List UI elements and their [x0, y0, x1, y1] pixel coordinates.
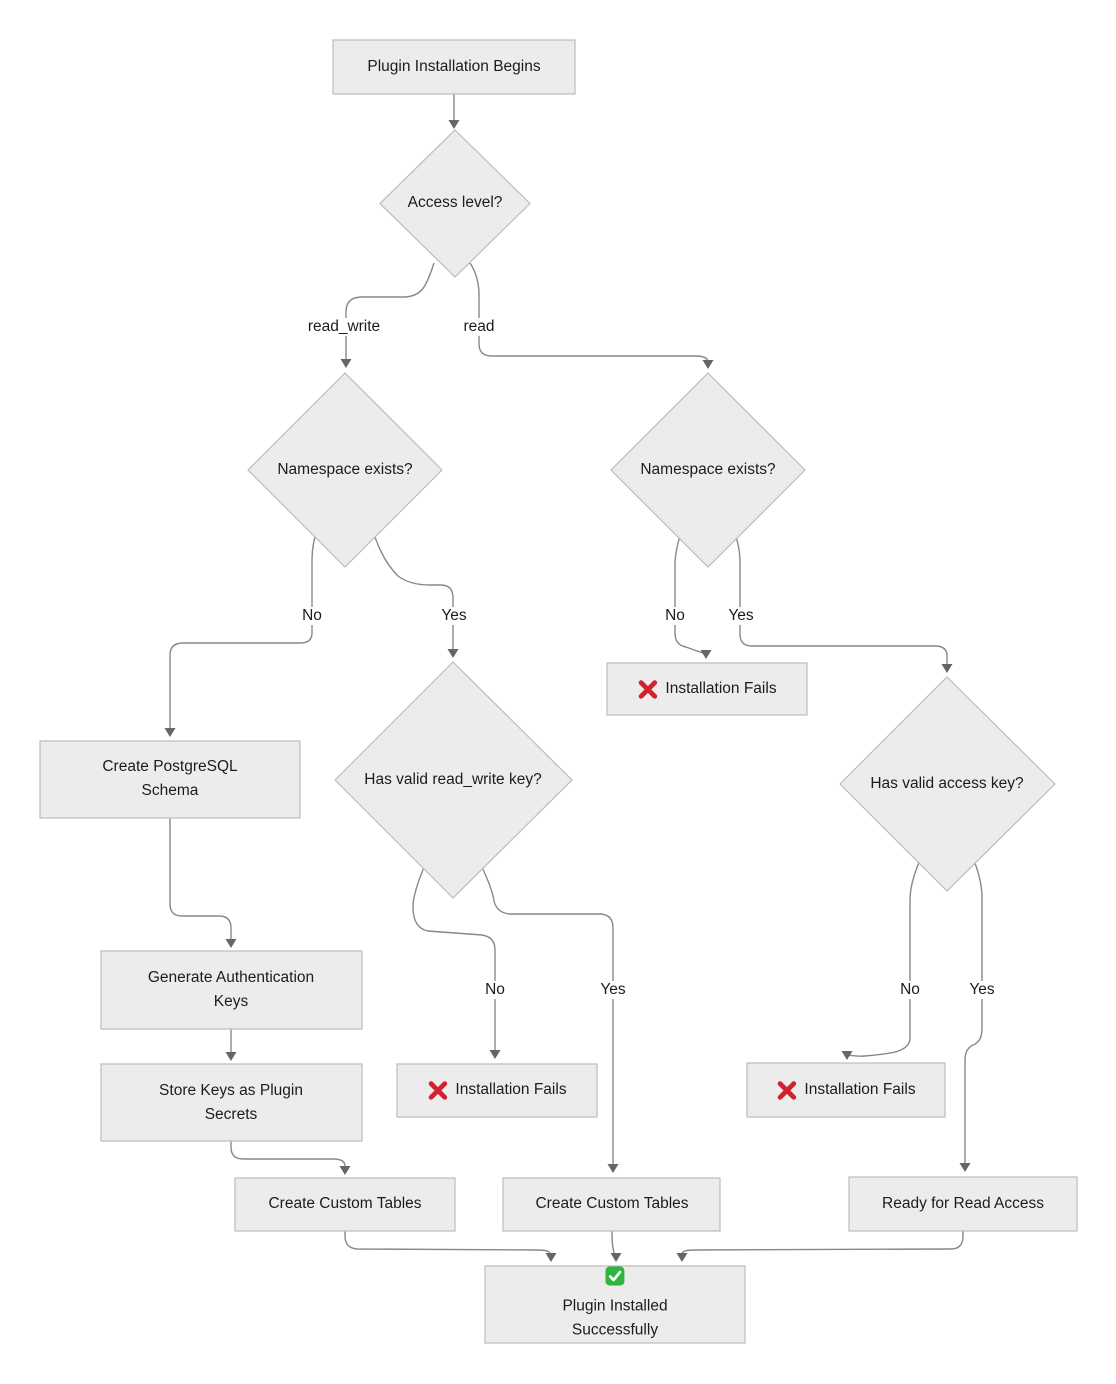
cross-mark-icon — [638, 679, 658, 699]
node-create-schema — [39, 740, 301, 819]
node-start — [332, 39, 576, 95]
decision-namespace-right-label: Namespace exists? — [640, 461, 776, 478]
edge-ready-to-success — [681, 1231, 964, 1257]
edge-tables-mid-to-success — [611, 1230, 616, 1258]
node-tables-mid-label: Create Custom Tables — [535, 1195, 689, 1212]
node-fail-rw-key — [396, 1063, 598, 1118]
edge-label-read-write: read_write — [302, 318, 386, 336]
node-success-label: Plugin Installed Successfully — [562, 1266, 668, 1343]
node-create-schema-label: Create PostgreSQL Schema — [102, 758, 238, 799]
edge-accesskey-no — [846, 857, 922, 1057]
edge-label-ns-left-yes: Yes — [436, 607, 472, 625]
decision-namespace-left — [247, 372, 443, 568]
edge-access-to-ns-right — [469, 262, 709, 364]
decision-rw-key-label: Has valid read_write key? — [364, 771, 542, 788]
node-tables-left-label: Create Custom Tables — [268, 1195, 422, 1212]
node-tables-mid — [502, 1177, 721, 1232]
edge-access-to-ns-left — [345, 262, 435, 363]
edge-accesskey-yes — [964, 857, 983, 1166]
edge-schema-to-genkeys — [169, 818, 232, 943]
decision-rw-key — [334, 661, 573, 899]
edge-rw-yes — [480, 864, 614, 1166]
node-start-label: Plugin Installation Begins — [367, 58, 541, 75]
decision-access-level — [379, 129, 531, 278]
node-ready-read — [848, 1176, 1078, 1232]
node-fail-namespace-label: Installation Fails — [637, 677, 777, 701]
node-tables-left — [234, 1177, 456, 1232]
edge-label-ns-left-no: No — [297, 607, 327, 625]
node-generate-keys — [100, 950, 363, 1030]
edge-label-ns-right-no: No — [660, 607, 690, 625]
node-ready-read-label: Ready for Read Access — [882, 1195, 1044, 1212]
edge-label-ns-right-yes: Yes — [723, 607, 759, 625]
node-store-keys-label: Store Keys as Plugin Secrets — [159, 1082, 303, 1123]
cross-mark-icon — [428, 1080, 448, 1100]
edge-tables-left-to-success — [344, 1231, 551, 1257]
edge-label-rw-no: No — [480, 981, 510, 999]
node-fail-rw-key-label: Installation Fails — [427, 1078, 567, 1102]
edge-ns-right-yes — [731, 524, 948, 668]
edge-storekeys-to-tables-left — [230, 1141, 346, 1170]
edge-ns-left-no — [169, 523, 320, 732]
decision-namespace-left-label: Namespace exists? — [277, 461, 413, 478]
node-store-keys — [100, 1063, 363, 1142]
decision-access-key-label: Has valid access key? — [870, 775, 1024, 792]
node-fail-namespace — [606, 662, 808, 716]
edge-rw-no — [412, 864, 496, 1053]
cross-mark-icon — [777, 1080, 797, 1100]
decision-access-level-label: Access level? — [407, 194, 503, 211]
node-fail-access-key-label: Installation Fails — [776, 1078, 916, 1102]
edge-label-access-key-no: No — [895, 981, 925, 999]
edge-label-access-key-yes: Yes — [964, 981, 1000, 999]
decision-access-key — [839, 676, 1056, 892]
check-mark-icon — [605, 1266, 625, 1286]
edge-ns-left-yes — [370, 523, 454, 652]
arrowheads — [164, 120, 971, 1262]
edge-label-rw-yes: Yes — [595, 981, 631, 999]
node-fail-access-key — [746, 1062, 946, 1118]
node-generate-keys-label: Generate Authentication Keys — [147, 969, 315, 1010]
decision-namespace-right — [610, 372, 806, 568]
edge-label-read: read — [458, 318, 500, 336]
